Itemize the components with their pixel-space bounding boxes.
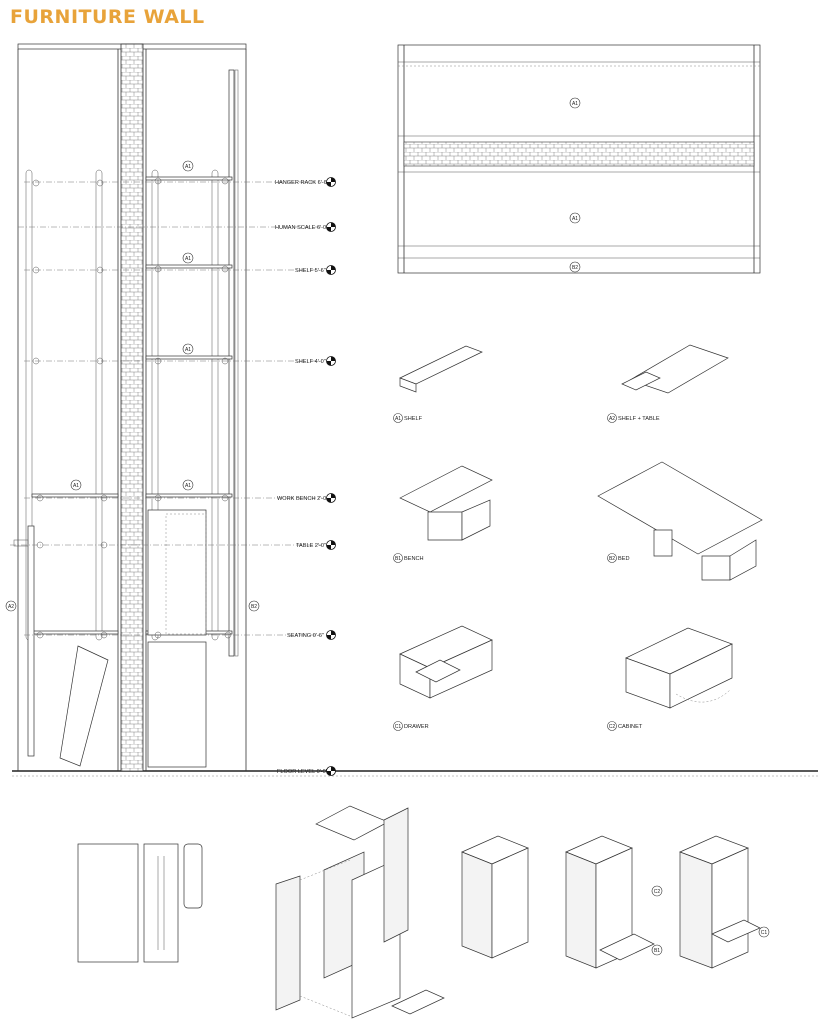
module-c2-cabinet: C2 CABINET bbox=[607, 627, 733, 731]
assembled-box bbox=[461, 835, 529, 959]
svg-text:A2: A2 bbox=[609, 416, 615, 422]
level-marker-icons bbox=[326, 177, 336, 776]
folded-bench bbox=[59, 645, 109, 767]
module-a2-shelf-table: A2 SHELF + TABLE bbox=[607, 344, 729, 423]
assembled-with-bench: C2 B1 bbox=[565, 835, 663, 969]
page-title: FURNITURE WALL bbox=[10, 6, 205, 28]
tag-b2: B2 bbox=[251, 604, 257, 610]
tag-a1: A1 bbox=[185, 347, 191, 353]
svg-text:B2: B2 bbox=[609, 556, 615, 562]
svg-text:C2: C2 bbox=[609, 724, 616, 730]
svg-text:C1: C1 bbox=[395, 724, 402, 730]
module-b1-bench: B1 BENCH bbox=[393, 465, 493, 563]
level-label-table: TABLE 2'-0" bbox=[296, 543, 326, 549]
assembly-tag-c2: C2 bbox=[654, 889, 661, 895]
lower-cabinet bbox=[147, 509, 207, 636]
module-b2-bed: B2 BED bbox=[597, 461, 763, 581]
exploded-assembly bbox=[275, 805, 445, 1019]
level-label-floor: FLOOR LEVEL 0'-0" bbox=[277, 769, 328, 775]
assembly-tag-c1: C1 bbox=[761, 930, 768, 936]
tag-a2: A2 bbox=[8, 604, 14, 610]
elevation-shelves bbox=[31, 176, 233, 635]
assembly-tag-b1: B1 bbox=[654, 948, 660, 954]
wall-elevation bbox=[10, 43, 818, 777]
module-c1-drawer: C1 DRAWER bbox=[393, 625, 493, 731]
svg-text:B1: B1 bbox=[395, 556, 401, 562]
level-label-human: HUMAN SCALE 6'-0" bbox=[275, 225, 328, 231]
module-a1-shelf: A1 SHELF bbox=[393, 345, 483, 423]
tag-a1: A1 bbox=[185, 483, 191, 489]
level-label-bench: WORK BENCH 2'-0" bbox=[277, 496, 328, 502]
svg-text:SHELF: SHELF bbox=[404, 416, 423, 422]
plan-view: A1 A1 B2 bbox=[397, 44, 761, 274]
plan-tag-b2: B2 bbox=[572, 265, 578, 271]
elevation-tags: A1 A1 A1 A1 A1 A2 B2 bbox=[5, 160, 260, 612]
tag-a1: A1 bbox=[185, 256, 191, 262]
flat-pack-panels bbox=[77, 843, 203, 963]
level-label-shelf5: SHELF 5'-6" bbox=[295, 268, 326, 274]
plan-tag-a1: A1 bbox=[572, 216, 578, 222]
assembled-with-drawer: C1 bbox=[679, 835, 770, 969]
masonry-column bbox=[120, 43, 144, 772]
level-label-shelf4: SHELF 4'-0" bbox=[295, 359, 326, 365]
svg-text:BENCH: BENCH bbox=[404, 556, 424, 562]
level-label-seating: SEATING 0'-6" bbox=[287, 633, 324, 639]
svg-text:SHELF + TABLE: SHELF + TABLE bbox=[618, 416, 660, 422]
svg-text:DRAWER: DRAWER bbox=[404, 724, 429, 730]
plan-tag-a1: A1 bbox=[572, 101, 578, 107]
tag-a1: A1 bbox=[73, 483, 79, 489]
svg-text:BED: BED bbox=[618, 556, 630, 562]
level-labels: HANGER RACK 6'-6" HUMAN SCALE 6'-0" SHEL… bbox=[275, 177, 336, 776]
svg-text:CABINET: CABINET bbox=[618, 724, 643, 730]
svg-text:A1: A1 bbox=[395, 416, 401, 422]
tag-a1: A1 bbox=[185, 164, 191, 170]
level-lines bbox=[10, 181, 322, 636]
level-label-hanger: HANGER RACK 6'-6" bbox=[275, 180, 329, 186]
